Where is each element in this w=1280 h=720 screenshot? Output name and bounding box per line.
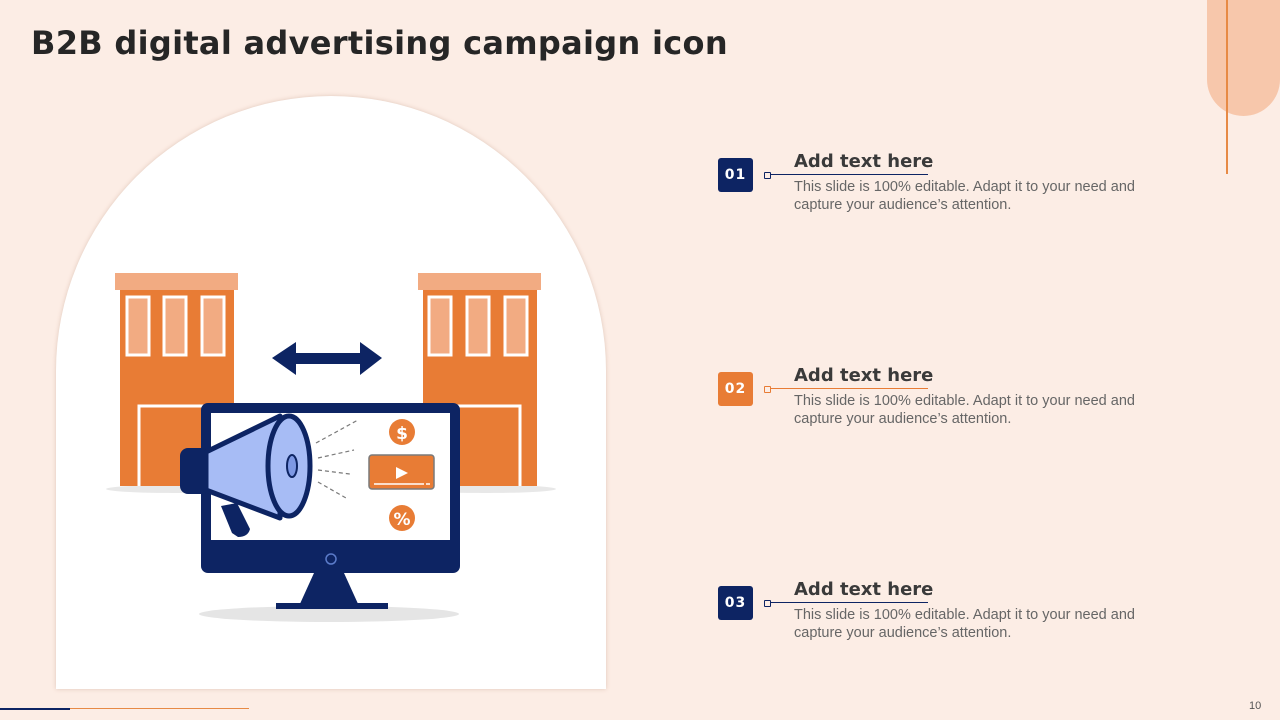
connector-line — [770, 602, 928, 603]
double-arrow-icon — [272, 342, 382, 375]
monitor-shadow — [199, 606, 459, 622]
broadcast-lines — [315, 419, 359, 499]
corner-decoration — [1207, 0, 1280, 116]
item-heading: Add text here — [794, 579, 934, 600]
item-heading: Add text here — [794, 151, 934, 172]
list-item-02: 02 Add text here This slide is 100% edit… — [718, 365, 1158, 452]
list-item-03: 03 Add text here This slide is 100% edit… — [718, 579, 1158, 666]
item-text: This slide is 100% editable. Adapt it to… — [794, 393, 1135, 427]
item-text: This slide is 100% editable. Adapt it to… — [794, 607, 1135, 641]
page-number: 10 — [1249, 700, 1262, 712]
connector-dot — [764, 172, 771, 179]
corner-decoration-line — [1226, 0, 1228, 174]
footer-line-orange — [70, 708, 249, 709]
building-right-icon — [418, 273, 541, 486]
item-number-badge: 03 — [718, 586, 753, 620]
item-heading: Add text here — [794, 365, 934, 386]
connector-line — [770, 388, 928, 389]
list-item-01: 01 Add text here This slide is 100% edit… — [718, 151, 1158, 238]
dollar-coin-icon: $ — [389, 419, 415, 445]
slide-title: B2B digital advertising campaign icon — [31, 24, 728, 62]
megaphone-icon — [180, 413, 313, 537]
video-player-icon — [368, 454, 435, 490]
percent-coin-icon: % — [389, 505, 415, 531]
item-number-badge: 01 — [718, 158, 753, 192]
b2b-advertising-illustration: $ % — [106, 273, 556, 622]
connector-dot — [764, 386, 771, 393]
svg-text:%: % — [393, 510, 410, 530]
item-text: This slide is 100% editable. Adapt it to… — [794, 179, 1135, 213]
svg-text:$: $ — [396, 424, 408, 444]
connector-line — [770, 174, 928, 175]
footer-line-blue — [0, 708, 70, 710]
connector-dot — [764, 600, 771, 607]
item-number-badge: 02 — [718, 372, 753, 406]
